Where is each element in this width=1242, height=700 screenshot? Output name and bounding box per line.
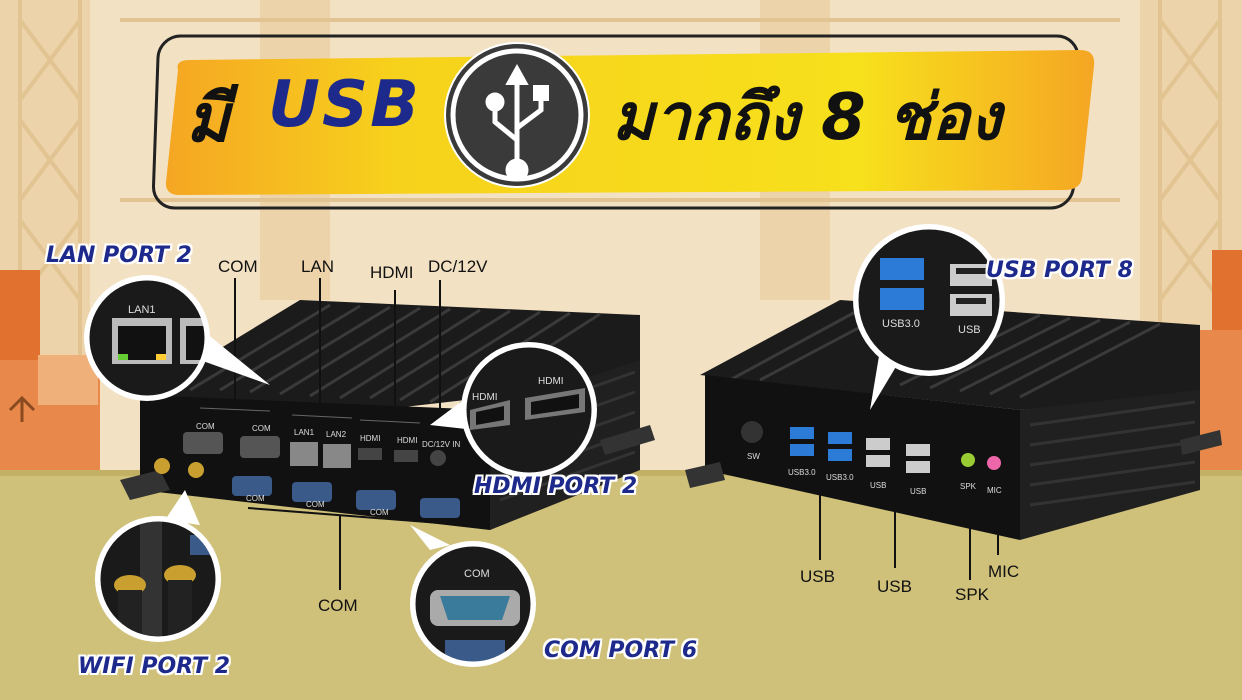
panel-com-b3: COM: [370, 508, 389, 517]
zoom-hdmi-b-text: HDMI: [538, 376, 564, 387]
banner-word-rest: มากถึง 8 ช่อง: [612, 81, 1002, 155]
usb2-label: USB: [877, 577, 912, 596]
panel-mic: MIC: [987, 486, 1002, 495]
lan-label: LAN: [301, 257, 335, 276]
panel-com2: COM: [252, 424, 271, 433]
zoom-com-text: COM: [464, 568, 490, 580]
zoom-usb30-text: USB3.0: [882, 318, 920, 330]
com-port-callout: COM PORT 6: [544, 638, 698, 663]
com-bottom-label: COM: [318, 596, 358, 615]
lan-zoom: [84, 275, 270, 401]
panel-lan2: LAN2: [326, 430, 347, 439]
panel-lan1: LAN1: [294, 428, 315, 437]
panel-spk: SPK: [960, 482, 977, 491]
zoom-lan1-text: LAN1: [128, 304, 156, 316]
hdmi-label: HDMI: [370, 263, 414, 282]
mic-label: MIC: [988, 562, 1020, 581]
usb-zoom: [853, 224, 1005, 410]
panel-com-b1: COM: [246, 494, 265, 503]
com-top-label: COM: [218, 257, 258, 276]
usb1-label: USB: [800, 567, 835, 586]
panel-com-b2: COM: [306, 500, 325, 509]
zoom-hdmi-a-text: HDMI: [472, 392, 498, 403]
panel-usb-a: USB: [870, 481, 887, 490]
hdmi-zoom: [430, 342, 597, 478]
panel-usb-b: USB: [910, 487, 927, 496]
zoom-usb-text: USB: [958, 324, 981, 336]
wifi-zoom: [95, 490, 221, 642]
panel-com1: COM: [196, 422, 215, 431]
panel-sw: SW: [747, 452, 760, 461]
panel-usb30-b: USB3.0: [826, 473, 854, 482]
banner-word-usb: USB: [268, 68, 421, 142]
panel-hdmi1: HDMI: [360, 434, 381, 443]
wifi-port-callout: WIFI PORT 2: [78, 654, 231, 679]
dc-label: DC/12V: [428, 257, 488, 276]
usb-icon: [485, 63, 549, 182]
banner-word-mi: มี: [186, 80, 230, 157]
hdmi-port-callout: HDMI PORT 2: [474, 474, 638, 499]
spk-label: SPK: [955, 585, 990, 604]
panel-hdmi2: HDMI: [397, 436, 418, 445]
title-banner: [151, 34, 1095, 210]
panel-dc-in: DC/12V IN: [422, 440, 461, 449]
com-zoom: [410, 525, 536, 667]
lan-port-callout: LAN PORT 2: [46, 243, 192, 268]
usb-port-callout: USB PORT 8: [986, 258, 1133, 283]
panel-usb30-a: USB3.0: [788, 468, 816, 477]
